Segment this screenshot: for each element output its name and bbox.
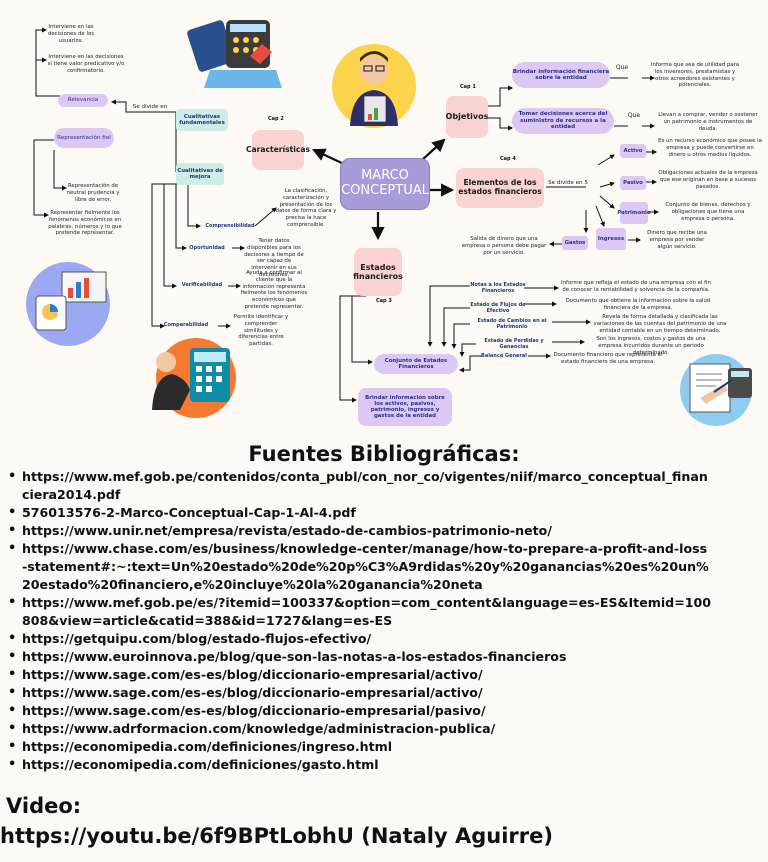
patrimonio-node: Patrimonio <box>617 202 651 224</box>
comparabilidad-label: Comparabilidad <box>163 322 209 328</box>
cap3-label: Cap 3 <box>376 298 392 304</box>
objetivos-node: Objetivos <box>446 96 488 138</box>
reference-link[interactable]: https://www.sage.com/es-es/blog/dicciona… <box>6 702 712 720</box>
cualitativas-mejora-node: Cualitativas de mejora <box>176 163 224 185</box>
fuentes-title: Fuentes Bibliográficas: <box>248 442 520 466</box>
relevancia-node: Relevancia <box>58 94 108 107</box>
relevancia-note-2: Interviene en las decisiones si tiene va… <box>47 54 125 74</box>
conjunto-estados-node: Conjunto de Estados Financieros <box>374 354 458 374</box>
se-divide-en-5-label: Se divide en 5 <box>548 180 588 186</box>
businessman-reading-icon <box>332 44 416 128</box>
comparabilidad-note: Permite identificar y comprender similit… <box>233 314 289 347</box>
reference-link[interactable]: https://www.unir.net/empresa/revista/est… <box>6 522 712 540</box>
se-divide-en-label: Se divide en <box>132 104 168 110</box>
cambios-note: Revela de forma detallada y clasificada … <box>593 314 727 334</box>
objetivo-2-node: Tomar decisiones acerca del suministro d… <box>512 108 614 134</box>
reference-link[interactable]: https://www.sage.com/es-es/blog/dicciona… <box>6 666 712 684</box>
reference-link[interactable]: 576013576-2-Marco-Conceptual-Cap-1-Al-4.… <box>6 504 712 522</box>
relevancia-note-1: Interviene en las decisiones de los usua… <box>47 24 95 44</box>
reference-link[interactable]: https://www.sage.com/es-es/blog/dicciona… <box>6 684 712 702</box>
pasivo-node: Pasivo <box>620 176 646 190</box>
verificabilidad-label: Verificabilidad <box>181 282 223 288</box>
flujos-note: Documento que obtiene la información sob… <box>565 298 711 311</box>
objetivo-1-que: Que <box>615 64 629 71</box>
cualitativas-fundamentales-node: Cualitativas fundamentales <box>176 109 228 131</box>
reference-link[interactable]: https://getquipu.com/blog/estado-flujos-… <box>6 630 712 648</box>
reference-link[interactable]: https://economipedia.com/definiciones/in… <box>6 738 712 756</box>
accountant-calculator-icon <box>152 338 236 418</box>
caracteristicas-node: Características <box>246 130 310 170</box>
reference-link[interactable]: https://www.adrformacion.com/knowledge/a… <box>6 720 712 738</box>
objetivo-2-note: Llevan a comprar, vender o sostener un p… <box>658 112 758 132</box>
monitor-chart-icon <box>26 262 110 346</box>
comprensibilidad-note: La clasificación, caracterización y pres… <box>275 188 337 228</box>
cap1-label: Cap 1 <box>460 84 476 90</box>
estados-node: Estados financieros <box>353 248 403 296</box>
oportunidad-note: Tener datos disponibles para los decisor… <box>244 238 304 278</box>
cap2-label: Cap 2 <box>268 116 284 122</box>
reference-link[interactable]: https://www.mef.gob.pe/es/?itemid=100337… <box>6 594 712 630</box>
balance-label: Balance General <box>481 353 527 359</box>
notas-label: Notas a los Estados Financieros <box>470 282 526 294</box>
notas-note: Informe que refleja el estado de una emp… <box>561 280 711 293</box>
brindar-informacion-node: Brindar información sobre los activos, p… <box>358 388 452 426</box>
reference-link[interactable]: https://www.chase.com/es/business/knowle… <box>6 540 712 594</box>
perdidas-note: Son los ingresos, costos y gastos de una… <box>596 336 706 356</box>
verificabilidad-note: Ayuda a confirmar al cliente que la info… <box>240 270 308 310</box>
ingresos-note: Dinero que recibe una empresa por vender… <box>647 230 707 250</box>
reference-link[interactable]: https://economipedia.com/definiciones/ga… <box>6 756 712 774</box>
elementos-node: Elementos de los estados financieros <box>456 168 544 208</box>
patrimonio-note: Conjunto de bienes, derechos y obligacio… <box>665 202 751 222</box>
person-signing-icon <box>680 354 752 426</box>
video-link[interactable]: https://youtu.be/6f9BPtLobhU (Nataly Agu… <box>0 824 553 848</box>
objetivo-1-note: Informa que sea de utilidad para los inv… <box>650 62 740 89</box>
gastos-note: Salida de dinero que una empresa o perso… <box>461 236 547 256</box>
representacion-note-1: Representación de neutral prudencia y li… <box>66 183 120 203</box>
comprensibilidad-label: Comprensibilidad <box>205 223 255 229</box>
center-node: MARCO CONCEPTUAL <box>340 158 430 210</box>
objetivo-2-que: Que <box>627 112 641 119</box>
mind-map: MARCO CONCEPTUAL Características Cap 2 O… <box>26 20 762 426</box>
gastos-node: Gastos <box>562 236 588 250</box>
balance-note: Documento financiero que representa el e… <box>553 352 663 365</box>
references-list: https://www.mef.gob.pe/contenidos/conta_… <box>6 468 712 774</box>
cap4-label: Cap 4 <box>500 156 516 162</box>
pasivo-note: Obligaciones actuales de la empresa que … <box>658 170 758 190</box>
flujos-label: Estado de Flujos de Efectivo <box>470 302 526 314</box>
cambios-label: Estado de Cambios en el Patrimonio <box>477 318 547 330</box>
representacion-note-2: Representar fielmente los fenómenos econ… <box>48 210 122 237</box>
reference-link[interactable]: https://www.euroinnova.pe/blog/que-son-l… <box>6 648 712 666</box>
ingresos-node: Ingresos <box>596 228 626 250</box>
connector-lines <box>26 20 752 426</box>
activo-note: Es un recurso económico que posee la emp… <box>658 138 762 158</box>
objetivo-1-node: Brindar información financiera sobre la … <box>512 62 610 88</box>
video-label: Video: <box>6 794 82 818</box>
calculator-illustration-icon <box>187 20 282 88</box>
perdidas-label: Estado de Perdidas y Ganancias <box>484 338 544 350</box>
representacion-fiel-node: Representación fiel <box>54 128 114 148</box>
oportunidad-label: Oportunidad <box>189 245 225 251</box>
reference-link[interactable]: https://www.mef.gob.pe/contenidos/conta_… <box>6 468 712 504</box>
activo-node: Activo <box>620 144 646 158</box>
